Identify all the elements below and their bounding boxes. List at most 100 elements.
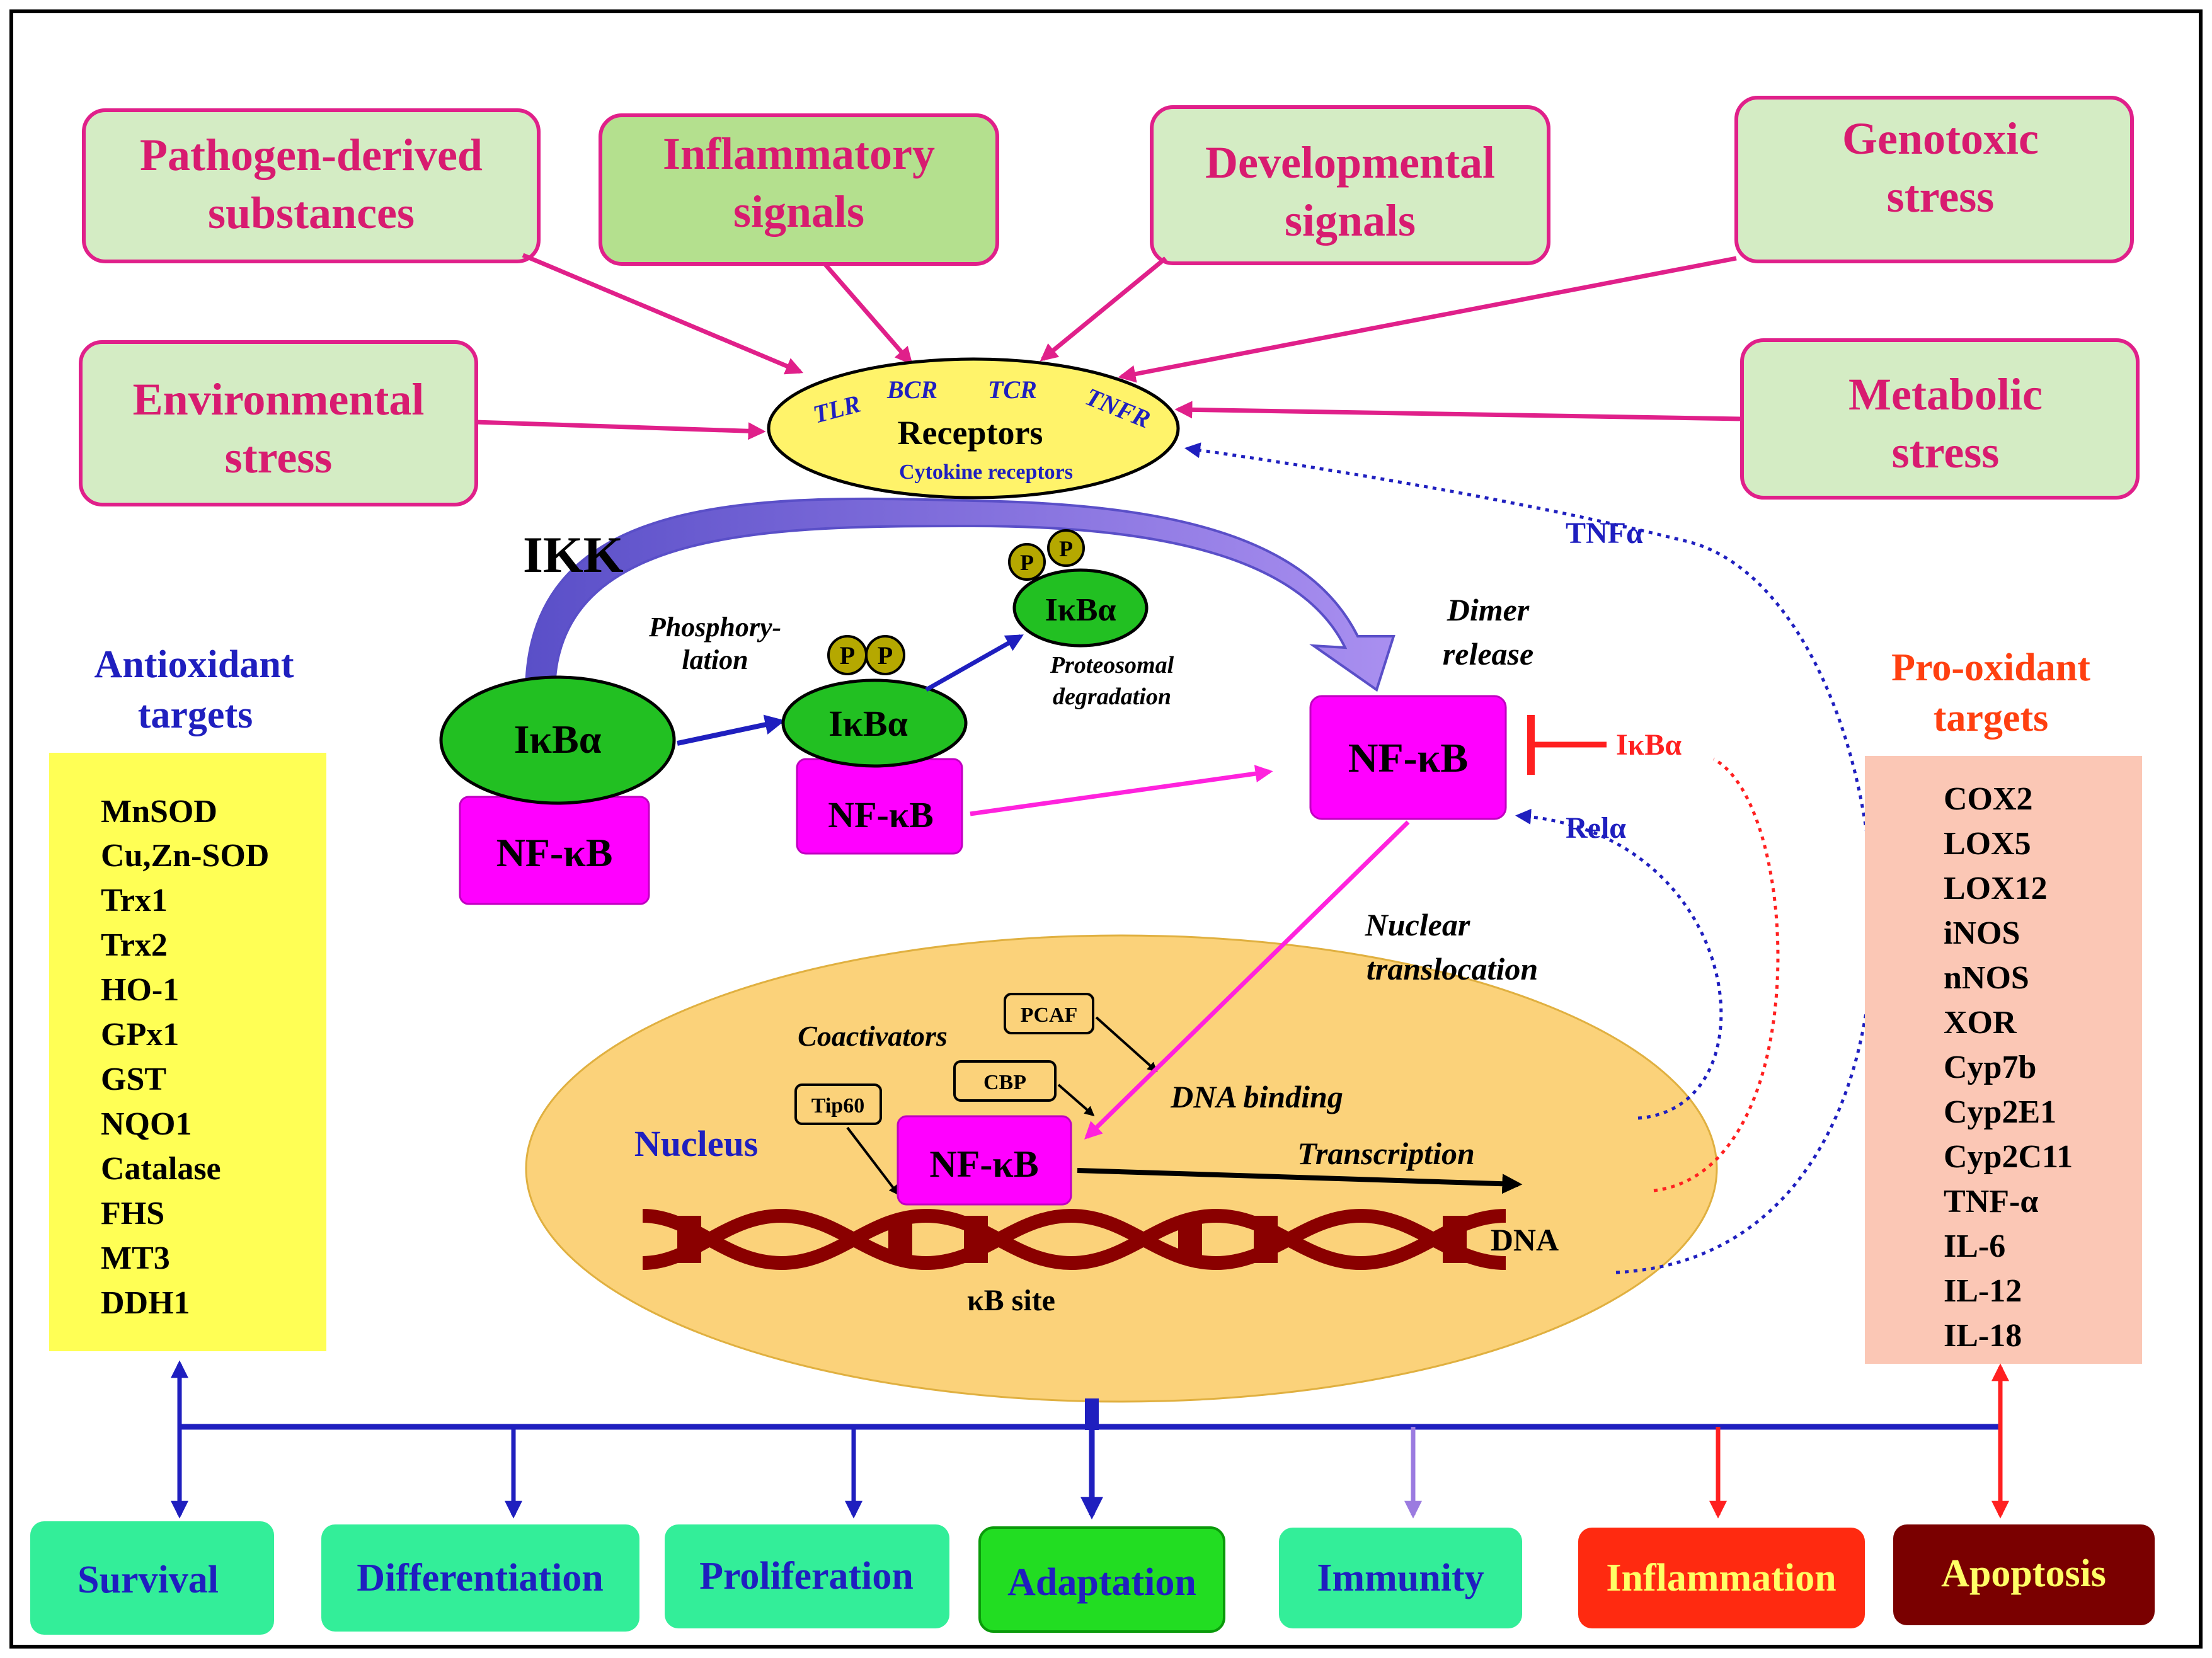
prooxidant-item: Cyp2E1 [1944, 1094, 2056, 1130]
stimulus-metabolic-line2: stress [1892, 427, 2000, 477]
stimulus-metabolic: Metabolic stress [1740, 338, 2140, 500]
ikba-label-stage3: IκBα [1045, 592, 1116, 628]
outcome-differentiation-label: Differentiation [357, 1557, 603, 1599]
nucleus: Nucleus Coactivators PCAF CBP Tip60 DNA … [525, 934, 1718, 1403]
arrow-tip60 [846, 1126, 899, 1196]
dimer-release-line1: Dimer [1447, 592, 1530, 627]
prooxidant-item: IL-18 [1944, 1318, 2022, 1354]
arrow-inflammatory-to-receptors [823, 263, 913, 365]
outcome-immunity-label: Immunity [1317, 1557, 1484, 1599]
ikba-ellipse-stage3 [1012, 568, 1149, 648]
complex-stage1: NF-κB IκBα [439, 675, 676, 905]
antioxidant-item: FHS [101, 1196, 164, 1232]
dna-label: DNA [1491, 1222, 1559, 1257]
antioxidant-title-line1: Antioxidant [95, 643, 294, 686]
receptors-ellipse [767, 357, 1180, 500]
dna-strand-1 [642, 1208, 1506, 1271]
outcome-survival-box [30, 1521, 274, 1635]
coactivators-label: Coactivators [798, 1020, 948, 1052]
prooxidant-item: nNOS [1944, 960, 2029, 996]
receptor-tcr: TCR [988, 375, 1037, 404]
arrow-nuclear-translocation [1084, 820, 1410, 1140]
antioxidant-item: GPx1 [101, 1017, 179, 1053]
ikba-ellipse-stage2 [781, 678, 968, 768]
stimulus-environmental: Environmental stress [79, 340, 478, 506]
stimulus-pathogen-line2: substances [208, 188, 415, 238]
receptors-title: Receptors [898, 414, 1043, 452]
stimulus-genotoxic: Genotoxic stress [1734, 96, 2134, 263]
stimulus-developmental-line1: Developmental [1205, 137, 1495, 188]
arrow-transcription [1077, 1168, 1523, 1194]
receptors: TLR BCR TCR TNFR Receptors Cytokine rece… [767, 357, 1180, 500]
antioxidant-item: Catalase [101, 1151, 221, 1187]
prooxidant-item: LOX5 [1944, 826, 2031, 862]
arrow-stage1-to-stage2 [677, 714, 786, 746]
stimulus-developmental-line2: signals [1285, 195, 1416, 246]
dna-rung-4 [1178, 1216, 1202, 1263]
stimulus-inflammatory-line2: signals [733, 186, 864, 237]
prooxidant-title-line2: targets [1934, 697, 2048, 740]
arrow-developmental-to-receptors [1040, 256, 1167, 362]
nucleus-ellipse [525, 934, 1718, 1403]
phosphate-label-stage2b: P [878, 641, 893, 670]
arrow-pathogen-to-receptors [522, 253, 804, 375]
nuclear-translocation-line2: translocation [1367, 951, 1538, 986]
outcome-differentiation-box [321, 1524, 639, 1632]
arrow-stage2-to-free-nfkb [970, 765, 1273, 816]
stimulus-inflammatory: Inflammatory signals [599, 113, 999, 266]
outcome-immunity-box [1279, 1528, 1522, 1628]
outcomes: Survival Differentiation Proliferation A… [30, 1521, 2155, 1635]
stimulus-metabolic-line1: Metabolic [1848, 369, 2043, 420]
arrow-metabolic-to-receptors [1174, 401, 1743, 421]
proteosomal-line1: Proteosomal [1050, 652, 1174, 678]
outer-frame [9, 9, 2203, 1649]
receptor-bcr: BCR [886, 375, 937, 404]
dna-strand-2 [642, 1208, 1506, 1271]
stimulus-developmental: Developmental signals [1150, 105, 1550, 265]
stimulus-genotoxic-box [1734, 96, 2134, 263]
proteosomal-line2: degradation [1053, 683, 1171, 710]
nucleus-label: Nucleus [634, 1123, 759, 1164]
dna-rung-3 [964, 1216, 988, 1263]
tip60-box [794, 1083, 882, 1125]
prooxidant-item: IL-6 [1944, 1228, 2005, 1264]
outcome-apoptosis-box [1893, 1524, 2155, 1625]
outcome-adaptation-label: Adaptation [1007, 1561, 1196, 1604]
stimulus-genotoxic-line1: Genotoxic [1842, 113, 2039, 164]
ikk-arc: IKK [523, 497, 1395, 694]
antioxidant-item: Trx2 [101, 927, 168, 963]
dna-rung-1 [677, 1216, 701, 1263]
ikk-label: IKK [523, 526, 624, 583]
prooxidant-item: XOR [1944, 1005, 2017, 1041]
nfkb-box-bound [897, 1115, 1072, 1206]
complex-stage2: NF-κB IκBα P P [781, 635, 968, 855]
stimulus-pathogen-line1: Pathogen-derived [140, 130, 483, 180]
arrow-stage2-to-degradation [925, 634, 1024, 692]
pcaf-label: PCAF [1021, 1003, 1078, 1027]
transcription-label: Transcription [1297, 1136, 1475, 1171]
receptor-cytokine: Cytokine receptors [899, 460, 1073, 484]
nuclear-translocation-line1: Nuclear [1365, 907, 1470, 942]
prooxidant-item: COX2 [1944, 781, 2033, 817]
antioxidant-list: MnSOD Cu,Zn-SOD Trx1 Trx2 HO-1 GPx1 GST … [101, 794, 269, 1321]
dna-rung-5 [1254, 1216, 1278, 1263]
prooxidant-item: Cyp2C11 [1944, 1139, 2073, 1175]
antioxidant-item: MnSOD [101, 794, 217, 830]
dna-rung-6 [1443, 1216, 1467, 1263]
ikba-ellipse-stage1 [439, 675, 676, 805]
free-nfkb: NF-κB [1309, 695, 1507, 820]
dna-rung-2 [888, 1216, 912, 1263]
outcome-inflammation-label: Inflammation [1606, 1557, 1836, 1599]
cbp-label: CBP [983, 1071, 1026, 1094]
dna-binding-label: DNA binding [1170, 1079, 1343, 1114]
stimulus-developmental-box [1150, 105, 1550, 265]
arrow-genotoxic-to-receptors [1118, 256, 1737, 383]
stimulus-genotoxic-line2: stress [1887, 171, 1995, 222]
ikba-label-stage2: IκBα [828, 703, 908, 744]
arrow-cbp [1057, 1083, 1095, 1117]
phosphorylation-line2: lation [682, 644, 748, 675]
stimulus-environmental-line2: stress [225, 432, 333, 483]
antioxidant-item: Trx1 [101, 883, 168, 918]
antioxidant-item: GST [101, 1061, 166, 1097]
antioxidant-title-line2: targets [138, 694, 253, 736]
